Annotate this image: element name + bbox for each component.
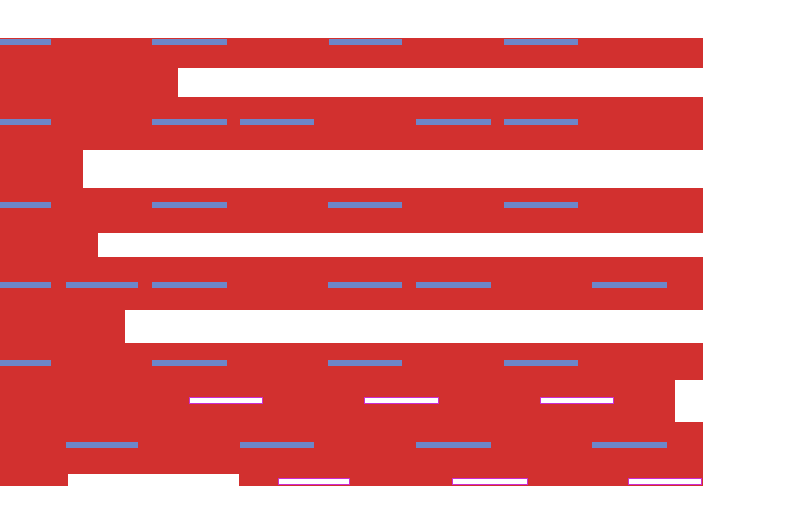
blue-dash-r2-a <box>0 119 51 125</box>
blue-dash-r2-d <box>416 119 491 125</box>
magenta-dash-r1-b <box>364 397 439 404</box>
blue-dash-r3-a <box>0 202 51 208</box>
red-left-column-1 <box>0 68 178 97</box>
red-left-column-3 <box>0 233 98 257</box>
blue-dash-r4-d <box>328 282 402 288</box>
blue-dash-r1-d <box>504 39 578 45</box>
blue-dash-r3-d <box>504 202 578 208</box>
magenta-dash-r2-a <box>278 478 350 485</box>
red-band-2 <box>0 97 703 150</box>
red-band-3 <box>0 188 703 233</box>
blue-dash-r6-c <box>416 442 491 448</box>
magenta-dash-r1-c <box>540 397 614 404</box>
blue-dash-r6-d <box>592 442 667 448</box>
white-notch-right <box>675 380 703 422</box>
red-left-column-4 <box>0 310 125 343</box>
blue-dash-r5-a <box>0 360 51 366</box>
blue-dash-r4-f <box>592 282 667 288</box>
red-band-5 <box>0 343 703 486</box>
magenta-dash-r2-c <box>628 478 702 485</box>
blue-dash-r5-d <box>504 360 578 366</box>
magenta-dash-r2-b <box>452 478 528 485</box>
blue-dash-r1-c <box>329 39 402 45</box>
blue-dash-r4-a <box>0 282 51 288</box>
blue-dash-r3-b <box>152 202 227 208</box>
blue-dash-r6-b <box>240 442 314 448</box>
blue-dash-r1-a <box>0 39 51 45</box>
magenta-dash-r1-a <box>189 397 263 404</box>
blue-dash-r5-b <box>152 360 227 366</box>
blue-dash-r4-e <box>416 282 491 288</box>
blue-dash-r3-c <box>328 202 402 208</box>
blue-dash-r1-b <box>152 39 227 45</box>
blue-dash-r2-b <box>152 119 227 125</box>
blue-dash-r2-e <box>504 119 578 125</box>
blue-dash-r4-c <box>152 282 227 288</box>
white-notch-bottom <box>68 474 239 486</box>
blue-dash-r6-a <box>66 442 138 448</box>
blue-dash-r5-c <box>328 360 402 366</box>
blue-dash-r2-c <box>240 119 314 125</box>
blue-dash-r4-b <box>66 282 138 288</box>
red-left-column-2 <box>0 150 83 188</box>
